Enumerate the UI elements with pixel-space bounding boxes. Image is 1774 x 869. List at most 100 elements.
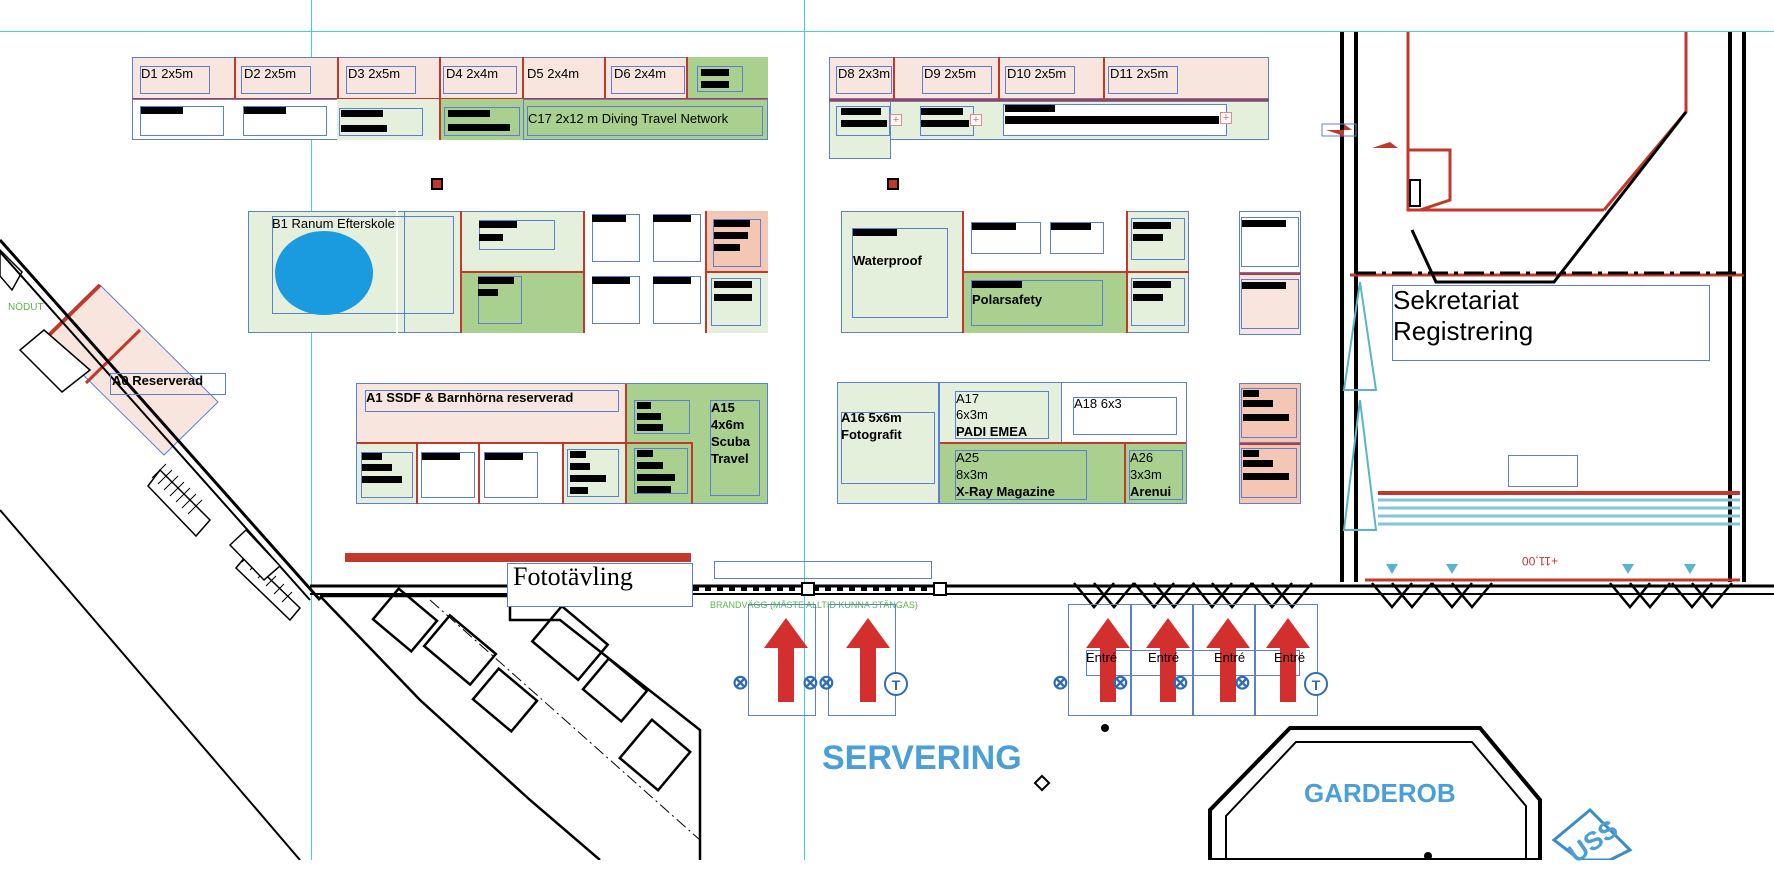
booth-label-box	[971, 222, 1041, 254]
booth-a16-line1[interactable]: A16 5x6m	[841, 410, 902, 425]
booth-a1	[357, 384, 625, 442]
redacted-name	[701, 81, 729, 88]
entre-label[interactable]: Entré	[1274, 650, 1306, 665]
arrow-up-icon	[1086, 618, 1130, 648]
entre-label[interactable]: Entré	[1148, 650, 1180, 665]
booth-a26-line1[interactable]: A26	[1130, 450, 1154, 465]
redacted-name	[637, 462, 663, 469]
entrance-box	[748, 604, 816, 716]
booth-a15-line1[interactable]: A15	[711, 400, 735, 415]
redacted-name	[972, 281, 1022, 288]
pool-circle	[275, 231, 373, 315]
booth-label-box	[1241, 217, 1299, 267]
booth-b1-label[interactable]: B1 Ranum Efterskole	[272, 216, 395, 231]
booth-label-box	[955, 450, 1087, 500]
redacted-name	[1005, 116, 1219, 124]
column-marker	[431, 178, 443, 190]
booth-a15-line2: 4x6m	[711, 417, 745, 432]
booth-label-box	[140, 106, 224, 136]
entre-label[interactable]: Entré	[1086, 650, 1118, 665]
redacted-name	[1133, 281, 1171, 288]
link-icon: ⊗	[1172, 672, 1189, 694]
red-divider	[625, 442, 693, 444]
garderob-label[interactable]: GARDEROB	[1304, 778, 1456, 808]
booth-d11-label[interactable]: D11 2x5m	[1110, 66, 1169, 81]
redacted-name	[341, 125, 387, 132]
red-divider	[686, 57, 688, 99]
red-divider	[478, 442, 480, 504]
red-divider	[604, 57, 606, 99]
booth-label-box	[1241, 448, 1297, 498]
booth-a0-label[interactable]: A0 Reserverad	[112, 373, 204, 388]
booth-polarsafety-label[interactable]: Polarsafety	[972, 292, 1043, 307]
booth-d5-label[interactable]: D5 2x4m	[527, 66, 580, 81]
redacted-name	[448, 110, 490, 117]
booth-a18-label[interactable]: A18 6x3	[1074, 396, 1122, 411]
booth-d1-label[interactable]: D1 2x5m	[141, 66, 194, 81]
booth-a25-line1[interactable]: A25	[956, 450, 980, 465]
redacted-name	[714, 294, 752, 301]
booth-label-box	[697, 66, 743, 92]
arrow-up-icon	[1160, 647, 1176, 702]
booth-d2-label[interactable]: D2 2x5m	[244, 66, 297, 81]
booth-label-box	[841, 412, 935, 484]
red-divider	[337, 57, 339, 140]
redacted-name	[853, 229, 897, 236]
redacted-name	[1005, 105, 1055, 112]
redacted-name	[570, 475, 606, 482]
booth-d6-label[interactable]: D6 2x4m	[614, 66, 667, 81]
booth-label-box	[365, 390, 619, 412]
link-icon: ⊗	[732, 672, 749, 694]
booth-label-box	[634, 448, 688, 494]
sekretariat-label[interactable]: Sekretariat	[1393, 285, 1519, 315]
redacted-name	[592, 215, 626, 222]
redacted-name	[485, 453, 523, 460]
booth-waterproof-label[interactable]: Waterproof	[853, 253, 922, 268]
redacted-name	[244, 107, 286, 114]
booth-a26-line3: Arenui	[1130, 484, 1172, 499]
booth-a25-line2: 8x3m	[956, 467, 988, 482]
red-divider	[940, 442, 1186, 444]
booth-a16-line2: Fotografit	[841, 427, 902, 442]
booth-label-box	[339, 108, 423, 136]
booth-d6-green	[687, 57, 768, 99]
booth-label-box	[1131, 278, 1185, 326]
booth-c17-label[interactable]: C17 2x12 m Diving Travel Network	[528, 111, 729, 126]
booth-green	[441, 99, 523, 140]
arrow-up-icon	[1146, 618, 1190, 648]
booth-white	[585, 211, 705, 333]
booth-label-box	[653, 214, 701, 262]
redacted-name	[1243, 390, 1259, 397]
fototavling-label[interactable]: Fototävling	[513, 562, 633, 591]
booth-a1-label[interactable]: A1 SSDF & Barnhörna reserverad	[366, 390, 574, 405]
red-divider	[705, 211, 707, 333]
booth-d8-label[interactable]: D8 2x3m	[838, 66, 891, 81]
booth-row-d-right	[829, 57, 1269, 99]
entre-label[interactable]: Entré	[1214, 650, 1246, 665]
redacted-name	[422, 453, 460, 460]
booth-d10-label[interactable]: D10 2x5m	[1007, 66, 1067, 81]
divider	[1061, 383, 1062, 442]
booth-d4-label[interactable]: D4 2x4m	[446, 66, 499, 81]
booth-label-box	[110, 373, 226, 395]
booth-a25-line3: X-Ray Magazine	[956, 484, 1055, 499]
red-divider	[562, 442, 564, 504]
booth-white	[964, 211, 1126, 271]
entrance-box	[1068, 604, 1132, 716]
booth-a18	[1062, 383, 1186, 442]
booth-a15-line3: Scuba	[711, 434, 751, 449]
red-divider	[357, 442, 625, 444]
booth-a17-line1[interactable]: A17	[956, 391, 980, 406]
redacted-name	[592, 277, 630, 284]
registrering-label[interactable]: Registrering	[1393, 316, 1534, 346]
redacted-name	[1243, 473, 1289, 480]
booth-d9-label[interactable]: D9 2x5m	[924, 66, 977, 81]
entrance-box	[1192, 604, 1256, 716]
servering-label[interactable]: SERVERING	[822, 739, 1022, 777]
expand-icon: +	[890, 114, 902, 126]
column-marker	[887, 178, 899, 190]
booth-label-box	[592, 214, 640, 262]
redacted-name	[637, 474, 675, 481]
redacted-name	[479, 221, 517, 228]
booth-d3-label[interactable]: D3 2x5m	[348, 66, 401, 81]
